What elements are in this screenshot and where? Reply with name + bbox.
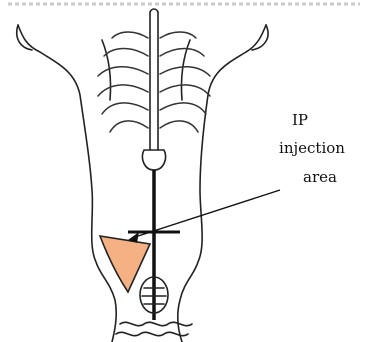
label-line-3: area bbox=[303, 168, 337, 186]
label-line-1: IP bbox=[292, 111, 308, 129]
spine-cap bbox=[150, 9, 158, 12]
mouse-body-outline-right bbox=[178, 25, 266, 342]
label-line-2: injection bbox=[279, 139, 345, 157]
spine-upper bbox=[150, 12, 158, 150]
ribs-right bbox=[160, 32, 210, 132]
lower-wave-1 bbox=[120, 322, 192, 325]
lower-wave-2 bbox=[116, 332, 188, 335]
ribs-left bbox=[98, 32, 148, 132]
xiphoid bbox=[142, 150, 165, 170]
